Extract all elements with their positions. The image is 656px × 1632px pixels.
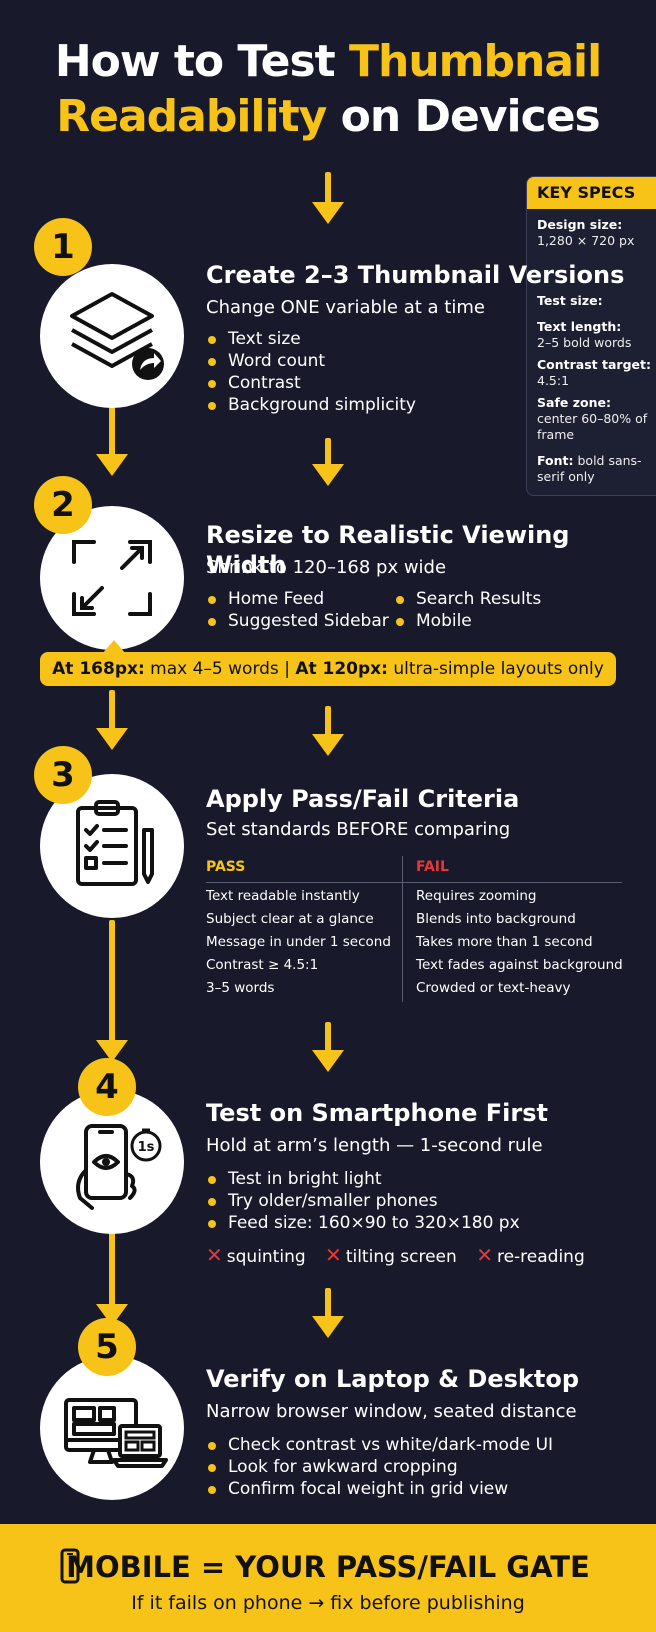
x-icon: ✕ [476, 1243, 493, 1267]
step-5-bullets: Check contrast vs white/dark-mode UI Loo… [206, 1434, 553, 1500]
list-item: Search Results [394, 588, 541, 610]
list-item: Mobile [394, 610, 541, 632]
pass-column: PASS Text readable instantly Subject cle… [206, 856, 391, 1000]
list-item: Confirm focal weight in grid view [206, 1478, 553, 1500]
step-5-title: Verify on Laptop & Desktop [206, 1365, 580, 1393]
spec-test-size: Test size: [537, 293, 603, 308]
step-4-number: 4 [78, 1058, 136, 1116]
fail-column: FAIL Requires zooming Blends into backgr… [416, 856, 623, 1000]
list-item: Message in under 1 second [206, 934, 391, 950]
width-callout: At 168px: max 4–5 words | At 120px: ultr… [40, 652, 616, 686]
step-5-icon-circle [40, 1356, 184, 1500]
pass-heading: PASS [206, 859, 246, 875]
step-5-subtitle: Narrow browser window, seated distance [206, 1401, 577, 1422]
spec-text-length: Text length:2–5 bold words [537, 319, 632, 350]
divider [206, 882, 622, 883]
step-2-bullets-right: Search Results Mobile [394, 588, 541, 632]
list-item: Try older/smaller phones [206, 1190, 520, 1212]
page-title: How to Test Thumbnail Readability on Dev… [54, 36, 602, 142]
step-1-icon-circle [40, 264, 184, 408]
avoid-list: ✕squinting ✕tilting screen ✕re-reading [206, 1244, 585, 1268]
avoid-item: re-reading [496, 1247, 585, 1267]
step-5-number: 5 [78, 1318, 136, 1376]
footer-headline: MOBILE = YOUR PASS/FAIL GATE [66, 1550, 590, 1584]
key-specs-panel: KEY SPECS Design size:1,280 × 720 px Tes… [526, 176, 656, 496]
resize-icon [72, 540, 152, 616]
step-3-title: Apply Pass/Fail Criteria [206, 785, 520, 813]
key-specs-heading: KEY SPECS [527, 177, 656, 209]
spec-font: Font: bold sans-serif only [537, 453, 642, 484]
step-4-title: Test on Smartphone First [206, 1099, 548, 1127]
list-item: Suggested Sidebar [206, 610, 389, 632]
timer-label: 1s [138, 1140, 155, 1155]
list-item: Contrast ≥ 4.5:1 [206, 957, 319, 973]
clipboard-checklist-icon [76, 800, 154, 886]
step-2-title: Resize to Realistic Viewing Width [206, 521, 570, 579]
footer-banner: MOBILE = YOUR PASS/FAIL GATE If it fails… [0, 1524, 656, 1632]
spec-design-size: Design size:1,280 × 720 px [537, 217, 635, 248]
list-item: Subject clear at a glance [206, 911, 374, 927]
list-item: Look for awkward cropping [206, 1456, 553, 1478]
list-item: Requires zooming [416, 888, 537, 904]
avoid-item: tilting screen [345, 1247, 457, 1267]
list-item: Test in bright light [206, 1168, 520, 1190]
step-1-title: Create 2–3 Thumbnail Versions [206, 261, 625, 289]
step-4-subtitle: Hold at arm’s length — 1-second rule [206, 1135, 543, 1156]
x-icon: ✕ [325, 1243, 342, 1267]
phone-icon [60, 1548, 80, 1584]
step-1-subtitle: Change ONE variable at a time [206, 297, 485, 318]
callout-pointer [102, 640, 126, 654]
divider [402, 856, 403, 1002]
step-2-bullets-left: Home Feed Suggested Sidebar [206, 588, 389, 632]
list-item: 3–5 words [206, 980, 275, 996]
list-item: Crowded or text-heavy [416, 980, 571, 996]
desktop-laptop-icon [64, 1398, 168, 1468]
list-item: Home Feed [206, 588, 389, 610]
footer-subline: If it fails on phone → fix before publis… [131, 1592, 525, 1614]
step-1-bullets: Text size Word count Contrast Background… [206, 328, 416, 416]
step-3-subtitle: Set standards BEFORE comparing [206, 819, 511, 840]
step-4-bullets: Test in bright light Try older/smaller p… [206, 1168, 520, 1234]
fail-heading: FAIL [416, 859, 449, 875]
spec-contrast: Contrast target:4.5:1 [537, 357, 651, 388]
smartphone-eye-icon: 1s [76, 1124, 162, 1210]
spec-safe-zone: Safe zone:center 60–80% of frame [537, 395, 648, 442]
list-item: Contrast [206, 372, 416, 394]
x-icon: ✕ [206, 1243, 223, 1267]
step-2-subtitle: Shrink to 120–168 px wide [206, 557, 447, 578]
list-item: Text readable instantly [206, 888, 360, 904]
step-3-number: 3 [34, 746, 92, 804]
step-1-number: 1 [34, 218, 92, 276]
list-item: Word count [206, 350, 416, 372]
list-item: Text size [206, 328, 416, 350]
list-item: Feed size: 160×90 to 320×180 px [206, 1212, 520, 1234]
avoid-item: squinting [226, 1247, 306, 1267]
list-item: Background simplicity [206, 394, 416, 416]
list-item: Blends into background [416, 911, 576, 927]
step-2-number: 2 [34, 476, 92, 534]
list-item: Takes more than 1 second [416, 934, 593, 950]
list-item: Check contrast vs white/dark-mode UI [206, 1434, 553, 1456]
list-item: Text fades against background [416, 957, 623, 973]
layers-icon [70, 292, 164, 380]
